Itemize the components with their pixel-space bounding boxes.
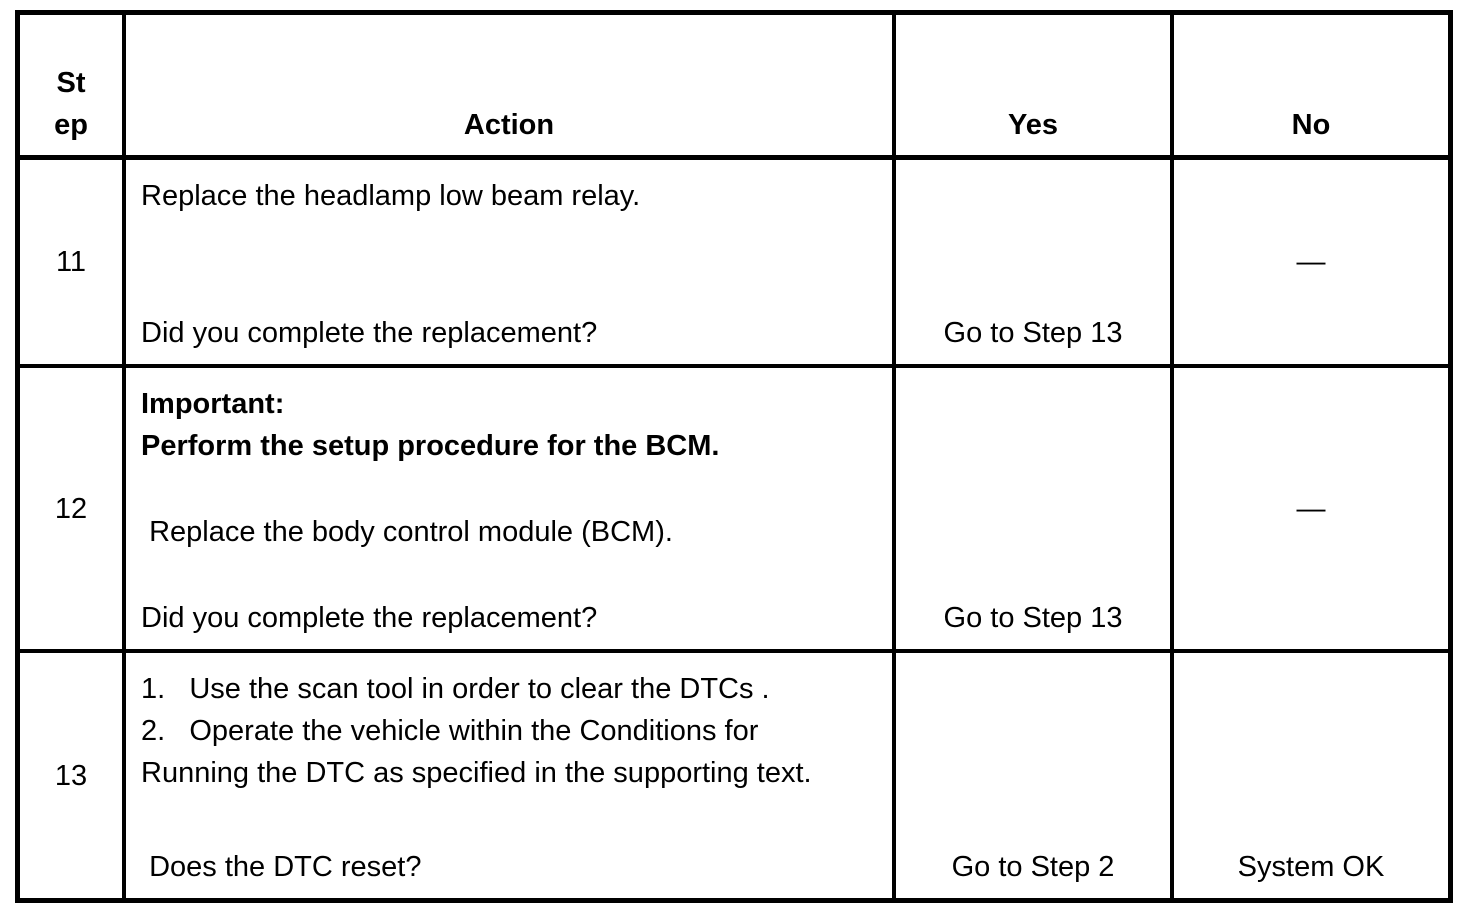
- yes-result: Go to Step 13: [943, 317, 1123, 349]
- step-number: 13: [54, 759, 88, 792]
- action-line: Important:: [141, 388, 285, 420]
- table-row: 11 Replace the headlamp low beam relay. …: [20, 160, 1448, 368]
- no-cell: —: [1174, 160, 1448, 364]
- yes-result: Go to Step 2: [951, 851, 1115, 883]
- column-header-action: Action: [126, 15, 896, 155]
- no-header-label: No: [1291, 109, 1331, 141]
- action-instructions: Important: Perform the setup procedure fo…: [141, 383, 880, 553]
- action-instructions: Replace the headlamp low beam relay.: [141, 175, 880, 217]
- no-cell: System OK: [1174, 653, 1448, 898]
- action-line: 1. Use the scan tool in order to clear t…: [141, 673, 770, 705]
- table-row: 13 1. Use the scan tool in order to clea…: [20, 653, 1448, 898]
- yes-cell: Go to Step 2: [896, 653, 1174, 898]
- no-cell: —: [1174, 368, 1448, 649]
- yes-cell: Go to Step 13: [896, 368, 1174, 649]
- column-header-yes: Yes: [896, 15, 1174, 155]
- table-header-row: St ep Action Yes No: [20, 15, 1448, 160]
- column-header-step: St ep: [20, 15, 126, 155]
- action-question: Does the DTC reset?: [141, 851, 422, 883]
- action-line: 2. Operate the vehicle within the Condit…: [141, 715, 759, 747]
- action-line: Perform the setup procedure for the BCM.: [141, 430, 720, 462]
- table-body: 11 Replace the headlamp low beam relay. …: [20, 160, 1448, 898]
- column-header-no: No: [1174, 15, 1448, 155]
- yes-header-label: Yes: [1008, 109, 1058, 141]
- action-question: Did you complete the replacement?: [141, 317, 598, 349]
- step-cell: 12: [20, 368, 126, 649]
- action-line: Running the DTC as specified in the supp…: [141, 757, 812, 789]
- step-cell: 13: [20, 653, 126, 898]
- action-cell: Replace the headlamp low beam relay. Did…: [126, 160, 896, 364]
- step-header-line2: ep: [54, 109, 88, 141]
- step-number: 11: [55, 246, 87, 278]
- action-cell: 1. Use the scan tool in order to clear t…: [126, 653, 896, 898]
- table-row: 12 Important: Perform the setup procedure…: [20, 368, 1448, 653]
- no-result: —: [1296, 492, 1326, 525]
- action-cell: Important: Perform the setup procedure fo…: [126, 368, 896, 649]
- action-instructions: 1. Use the scan tool in order to clear t…: [141, 668, 880, 794]
- action-question: Did you complete the replacement?: [141, 602, 598, 634]
- action-line: Replace the headlamp low beam relay.: [141, 180, 641, 212]
- yes-result: Go to Step 13: [943, 602, 1123, 634]
- action-line: Replace the body control module (BCM).: [141, 516, 673, 548]
- step-cell: 11: [20, 160, 126, 364]
- no-result: System OK: [1237, 851, 1385, 883]
- step-number: 12: [54, 492, 88, 525]
- diagnostic-procedure-table: St ep Action Yes No 11 Replace the headl…: [15, 10, 1453, 903]
- action-header-label: Action: [463, 109, 555, 141]
- step-header-line1: St: [56, 67, 86, 99]
- no-result: —: [1296, 246, 1326, 278]
- yes-cell: Go to Step 13: [896, 160, 1174, 364]
